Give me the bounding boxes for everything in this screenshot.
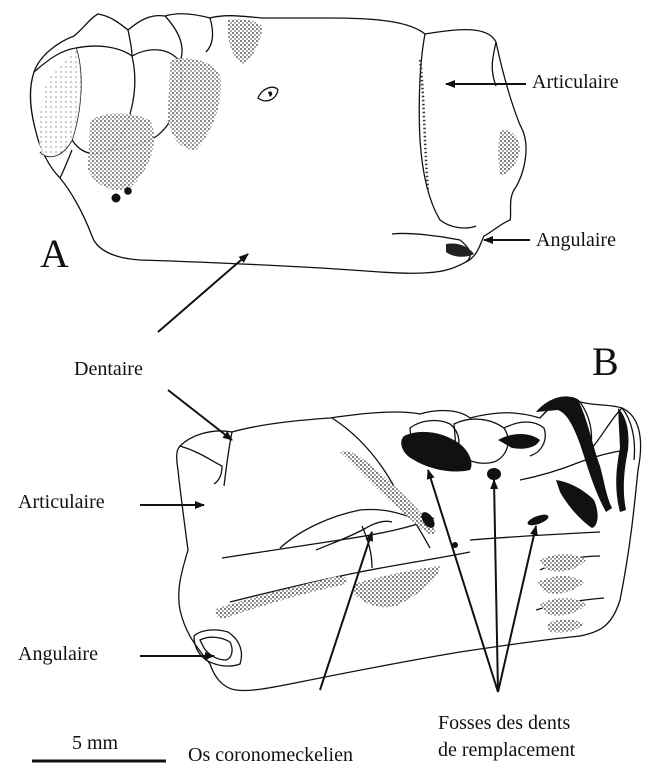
- scale-bar-label: 5 mm: [72, 733, 118, 753]
- label-angulaire-a: Angulaire: [536, 230, 616, 250]
- arrow-dentaire-b: [168, 390, 232, 440]
- label-articulaire-a: Articulaire: [532, 72, 619, 92]
- label-dentaire: Dentaire: [74, 359, 143, 379]
- panel-label-b: B: [592, 342, 619, 382]
- label-angulaire-b: Angulaire: [18, 644, 98, 664]
- stippling-b: [215, 396, 628, 632]
- panel-label-a: A: [40, 234, 69, 274]
- label-articulaire-b: Articulaire: [18, 492, 105, 512]
- label-fosses-line2: de remplacement: [438, 740, 575, 760]
- arrow-coronomeckelien: [320, 532, 372, 690]
- arrow-fosses-3: [498, 526, 536, 692]
- arrow-fosses-1: [428, 470, 498, 692]
- arrow-fosses-2: [494, 480, 498, 692]
- stippling-a: [39, 19, 520, 257]
- label-coronomeckelien: Os coronomeckelien: [188, 745, 353, 765]
- label-fosses-line1: Fosses des dents: [438, 713, 570, 733]
- leader-lines: [140, 84, 536, 692]
- arrow-dentaire-a: [158, 254, 248, 332]
